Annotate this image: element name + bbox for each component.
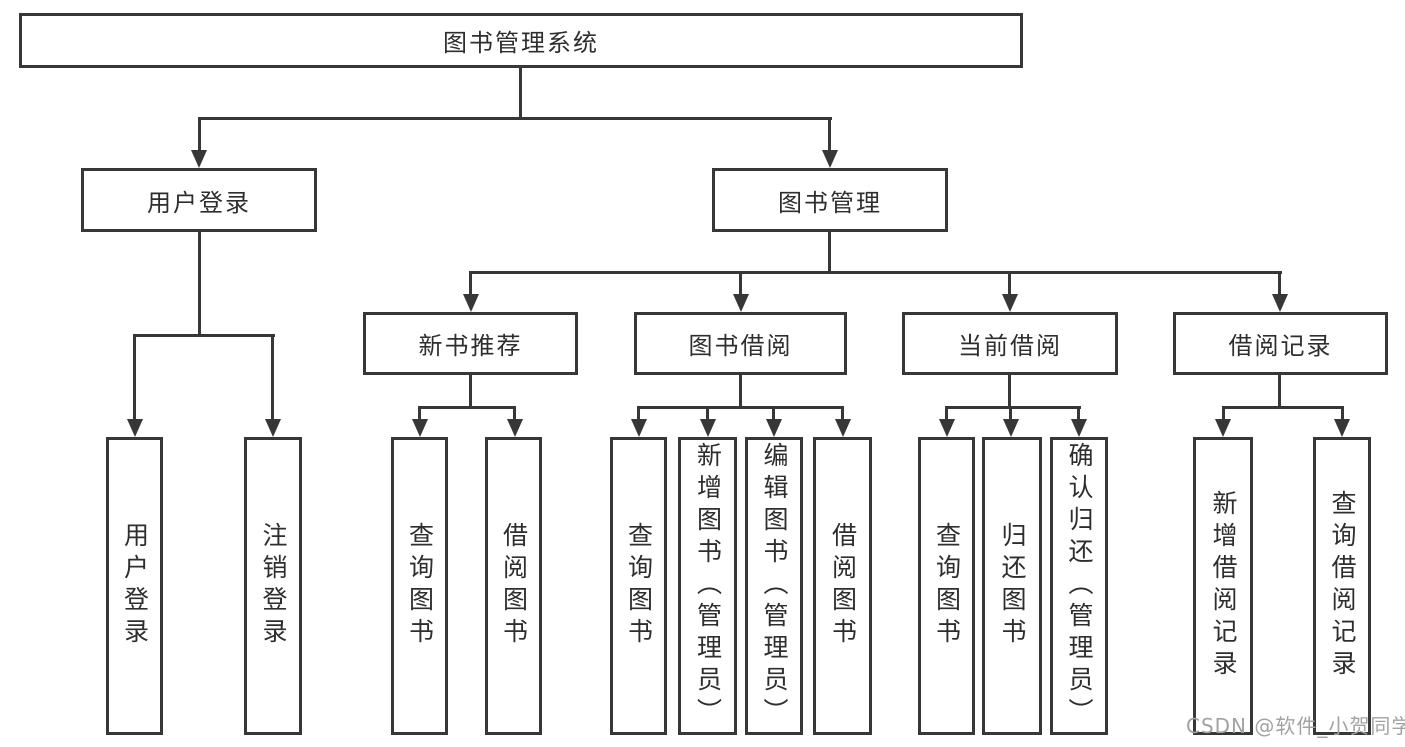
connector-line — [945, 406, 1081, 409]
connector-line — [772, 406, 775, 423]
connector-line — [133, 334, 275, 337]
connector-line — [637, 406, 844, 409]
arrow-down-icon — [1071, 419, 1087, 437]
arrow-down-icon — [1334, 419, 1350, 437]
leaf-rec-borrow-books: 借阅图书 — [485, 437, 542, 735]
connector-line — [841, 406, 844, 423]
leaf-current-confirm-return-admin: 确认归还（管理员） — [1050, 437, 1108, 735]
connector-line — [1008, 375, 1011, 408]
leaf-records-query-record: 查询借阅记录 — [1313, 437, 1371, 735]
arrow-down-icon — [766, 419, 782, 437]
connector-line — [133, 334, 136, 423]
connector-line — [469, 271, 1282, 274]
arrow-down-icon — [939, 419, 955, 437]
connector-line — [418, 406, 421, 423]
connector-line — [706, 406, 709, 423]
node-user-login: 用户登录 — [81, 168, 317, 232]
arrow-down-icon — [1215, 419, 1231, 437]
node-book-borrow: 图书借阅 — [634, 312, 847, 375]
connector-line — [637, 406, 640, 423]
connector-line — [828, 117, 831, 154]
leaf-borrow-borrow-books: 借阅图书 — [813, 437, 872, 735]
connector-line — [1341, 406, 1344, 423]
connector-line — [519, 67, 522, 117]
leaf-rec-query-books: 查询图书 — [391, 437, 448, 735]
arrow-down-icon — [463, 294, 479, 312]
arrow-down-icon — [1272, 294, 1288, 312]
arrow-down-icon — [265, 419, 281, 437]
connector-line — [1222, 406, 1343, 409]
arrow-down-icon — [631, 419, 647, 437]
connector-line — [1008, 271, 1011, 298]
connector-line — [198, 117, 201, 154]
node-book-management: 图书管理 — [712, 168, 948, 232]
csdn-watermark: CSDN @软件_小贺同学 — [1186, 714, 1405, 738]
connector-line — [828, 232, 831, 273]
leaf-borrow-add-books-admin: 新增图书（管理员） — [678, 437, 737, 735]
arrow-down-icon — [733, 294, 749, 312]
connector-line — [271, 334, 274, 423]
connector-line — [739, 375, 742, 408]
node-new-book-recommend: 新书推荐 — [363, 312, 578, 375]
leaf-borrow-query-books: 查询图书 — [610, 437, 667, 735]
node-current-borrow: 当前借阅 — [902, 312, 1118, 375]
connector-line — [1077, 406, 1080, 423]
connector-line — [1278, 375, 1281, 408]
leaf-current-return-books: 归还图书 — [982, 437, 1042, 735]
arrow-down-icon — [507, 419, 523, 437]
leaf-current-query-books: 查询图书 — [918, 437, 975, 735]
arrow-down-icon — [700, 419, 716, 437]
connector-line — [1278, 271, 1281, 298]
arrow-down-icon — [822, 150, 838, 168]
connector-line — [469, 375, 472, 408]
arrow-down-icon — [127, 419, 143, 437]
connector-line — [513, 406, 516, 423]
node-root-system: 图书管理系统 — [19, 13, 1023, 68]
arrow-down-icon — [1002, 294, 1018, 312]
arrow-down-icon — [1003, 419, 1019, 437]
arrow-down-icon — [835, 419, 851, 437]
connector-line — [418, 406, 516, 409]
connector-line — [198, 232, 201, 336]
arrow-down-icon — [412, 419, 428, 437]
connector-line — [198, 117, 832, 120]
leaf-logout: 注销登录 — [244, 437, 302, 735]
connector-line — [1009, 406, 1012, 423]
leaf-borrow-edit-books-admin: 编辑图书（管理员） — [745, 437, 803, 735]
connector-line — [739, 271, 742, 298]
leaf-records-add-record: 新增借阅记录 — [1193, 437, 1253, 735]
connector-line — [469, 271, 472, 298]
connector-line — [1222, 406, 1225, 423]
arrow-down-icon — [191, 150, 207, 168]
leaf-user-login: 用户登录 — [106, 437, 163, 735]
node-borrow-records: 借阅记录 — [1173, 312, 1388, 375]
connector-line — [945, 406, 948, 423]
